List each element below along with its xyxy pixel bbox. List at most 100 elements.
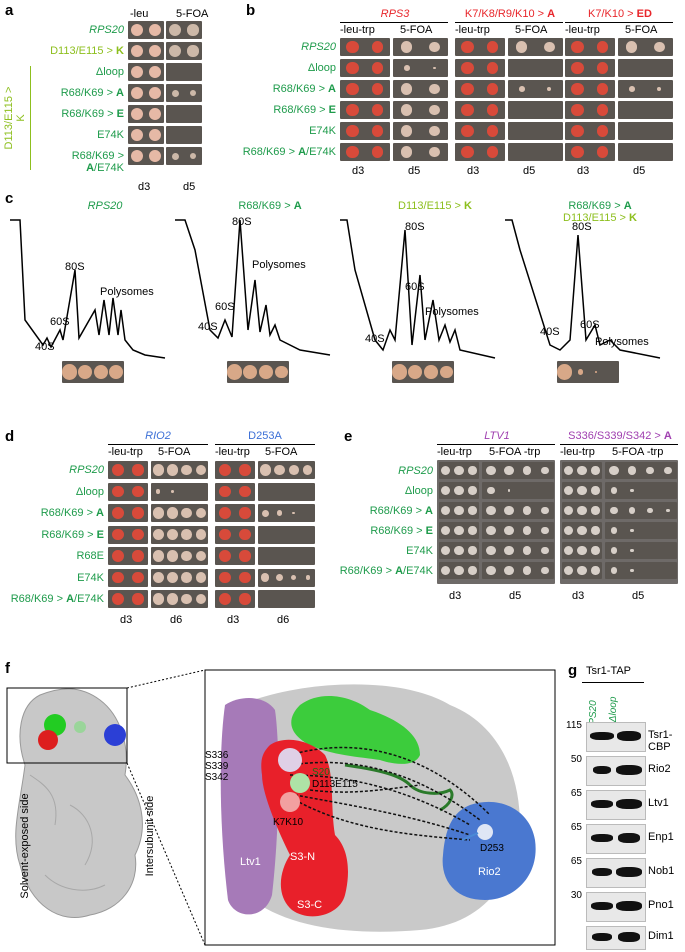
ribosome-density-map — [15, 688, 143, 919]
colony-spot — [596, 125, 609, 137]
panel-f-label: f — [5, 660, 10, 677]
colony-spot — [149, 66, 161, 78]
panel-b-strip-leu — [340, 38, 390, 56]
colony-spot — [276, 510, 283, 516]
colony-spot — [630, 548, 634, 553]
panel-b-strip-foa — [508, 101, 563, 119]
blot-mw-marker: 65 — [570, 822, 582, 833]
colony-spot — [596, 146, 609, 158]
panel-d-row-label: R68/K69 > E — [4, 529, 104, 541]
colony-spot — [596, 104, 609, 116]
colony-spot — [609, 465, 619, 476]
panel-a-label: a — [5, 2, 14, 19]
colony-spot — [627, 466, 637, 475]
colony-spot — [239, 528, 251, 541]
colony-spot — [274, 464, 285, 476]
panel-b-group-title: RPS3 — [340, 8, 450, 20]
panel-d-strip-leu — [215, 525, 255, 544]
colony-spot — [591, 466, 600, 475]
panel-e-strip-leu — [439, 482, 479, 499]
profile-title-prefix: R68/K69 > — [568, 200, 624, 212]
panel-e-group-title: LTV1 — [484, 430, 510, 442]
colony-spot — [504, 505, 514, 516]
blot-protein-name: Dim1 — [648, 930, 674, 942]
colony-spot — [657, 86, 662, 92]
panel-a-strip-leu — [128, 42, 164, 60]
colony-spot — [219, 485, 231, 498]
colony-spot — [132, 485, 144, 498]
group-title-prefix: K7/K10 > — [588, 8, 637, 20]
colony-spot — [290, 574, 297, 581]
panel-a-row-label: D113/E115 > K — [36, 45, 124, 57]
panel-a-strip-foa — [166, 42, 202, 60]
colony-spot — [181, 529, 192, 540]
colony-spot — [429, 146, 440, 158]
peak-label: 60S — [215, 301, 235, 313]
colony-spot — [522, 566, 532, 575]
peak-label: Polysomes — [252, 259, 306, 271]
colony-spot — [468, 466, 477, 475]
colony-spot — [239, 571, 251, 584]
row-label-prefix: R68/K69 > — [369, 505, 426, 517]
panel-d-strip-foa — [258, 461, 315, 479]
solvent-exposed-text: Solvent-exposed side — [19, 793, 31, 899]
colony-spot — [439, 365, 453, 379]
panel-d-group-rule — [215, 444, 315, 445]
panel-b-header-leu-trp: -leu-trp — [340, 24, 375, 36]
colony-spot — [486, 565, 496, 576]
panel-e-strip-leu — [439, 562, 479, 579]
panel-b-header-leu-trp: -leu-trp — [565, 24, 600, 36]
row-label-text: E74K — [77, 571, 104, 584]
colony-spot — [303, 465, 313, 475]
panel-d-label: d — [5, 428, 15, 445]
colony-spot — [401, 83, 413, 95]
panel-b-strip-leu — [340, 143, 390, 161]
panel-d-strip-foa — [258, 568, 315, 587]
ltv1-shape — [220, 698, 279, 915]
colony-spot — [371, 104, 384, 116]
group-title-prefix: S336/S339/S342 > — [568, 430, 664, 442]
row-label-prefix: R68/K69 > — [10, 593, 67, 605]
panel-e-strip-foa — [482, 522, 554, 539]
label-s339: S339 — [205, 761, 229, 772]
colony-spot — [486, 465, 496, 476]
panel-d-strip-foa — [258, 547, 315, 565]
panel-b-strip-foa — [618, 80, 673, 98]
panel-e-strip-foa — [605, 482, 677, 499]
row-label-text: RPS20 — [398, 465, 433, 477]
colony-spot — [610, 567, 618, 574]
profile-spot-strip — [392, 361, 454, 383]
blot-band-lane2 — [618, 833, 640, 843]
colony-spot — [171, 89, 179, 97]
colony-spot — [259, 464, 271, 476]
colony-spot — [429, 83, 440, 95]
peak-label: 80S — [405, 221, 425, 233]
colony-spot — [239, 507, 251, 519]
k7k10-site — [280, 792, 300, 812]
panel-d-row-label: R68/K69 > A — [4, 507, 104, 519]
panel-d-group-rule — [108, 444, 208, 445]
panel-d-strip-foa — [151, 590, 208, 608]
colony-spot — [195, 593, 207, 605]
colony-spot — [149, 108, 161, 120]
colony-spot — [564, 465, 574, 476]
colony-spot — [571, 145, 584, 159]
panel-e-strip-leu — [439, 462, 479, 479]
row-label-mutation: E — [328, 104, 336, 116]
blot-band-lane2 — [616, 867, 642, 877]
panel-e-strip-leu — [562, 522, 602, 539]
panel-d-strip-foa — [258, 504, 315, 522]
colony-spot — [630, 528, 634, 533]
colony-spot — [541, 546, 549, 555]
colony-spot — [189, 152, 197, 160]
label-d113e115: D113E115 — [312, 779, 358, 790]
colony-spot — [93, 364, 108, 380]
panel-d-header-foa: 5-FOA — [265, 446, 298, 458]
colony-spot — [610, 527, 618, 534]
panel-b-day-1: d3 — [352, 165, 365, 177]
colony-spot — [195, 550, 207, 562]
panel-e-header-foa: 5-FOA -trp — [612, 446, 664, 458]
colony-spot — [156, 489, 161, 494]
row-label-mutation: A — [116, 87, 124, 99]
